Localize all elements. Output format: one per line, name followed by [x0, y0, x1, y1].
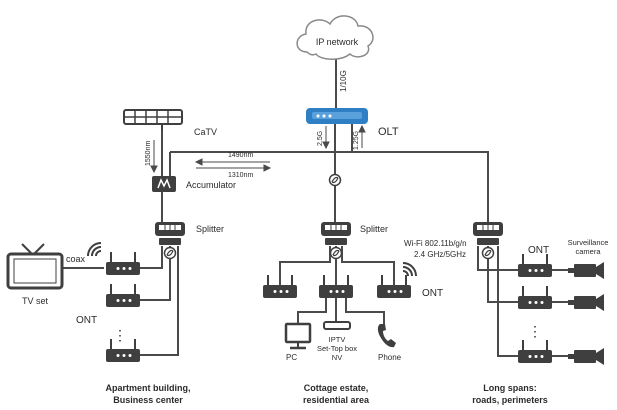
- iptv-line1: IPTV: [329, 335, 346, 344]
- camera-2-icon: [568, 294, 604, 311]
- phone-label: Phone: [378, 353, 402, 362]
- camera-label-line1: Surveillance: [568, 238, 609, 247]
- camera-label-line2: camera: [575, 247, 601, 256]
- ont-left-2-device: [105, 283, 141, 308]
- wl-1490-label: 1490nm: [228, 152, 253, 159]
- ont-right-label: ONT: [528, 245, 549, 256]
- wifi-spec-line1: Wi-Fi 802.11b/g/n: [404, 239, 467, 248]
- caption-left-line1: Apartment building,: [106, 383, 191, 393]
- coupler-right-icon: [481, 246, 495, 260]
- port-speed-a-label: 2.5G: [317, 131, 324, 146]
- port-speed-b-label: 1.25G: [353, 131, 360, 150]
- ip-network-label: IP network: [316, 37, 359, 47]
- phone-icon: [377, 324, 396, 348]
- camera-1-icon: [568, 262, 604, 279]
- coax-label: coax: [66, 254, 86, 264]
- coupler-center-icon: [328, 173, 342, 187]
- catv-antenna-icon: [123, 109, 183, 130]
- caption-left-line2: Business center: [113, 395, 183, 405]
- caption-mid-line2: residential area: [303, 395, 370, 405]
- ont-right-1-device: [517, 253, 553, 278]
- coupler-mid-icon: [329, 246, 343, 260]
- ont-right-3-device: [517, 339, 553, 364]
- olt-label: OLT: [378, 126, 399, 138]
- ip-network-cloud: IP network: [296, 15, 374, 60]
- iptv-line3: NV: [332, 353, 342, 362]
- accumulator-device: [152, 176, 176, 192]
- camera-3-icon: [568, 348, 604, 365]
- ellipsis-left: ⋮: [113, 327, 127, 343]
- coupler-left-icon: [163, 246, 177, 260]
- caption-mid-line1: Cottage estate,: [304, 383, 369, 393]
- wl-1310-label: 1310nm: [228, 172, 253, 179]
- wifi-left-icon: [87, 242, 102, 257]
- iptv-line2: Set-Top box: [317, 344, 357, 353]
- pc-icon: [284, 322, 312, 350]
- wifi-spec-line2: 2.4 GHz/5GHz: [414, 250, 466, 259]
- tv-set-icon: [6, 243, 64, 290]
- splitter-mid-label: Splitter: [360, 224, 388, 234]
- set-top-box-icon: [323, 321, 351, 330]
- ont-left-1-device: [105, 251, 141, 276]
- wifi-mid-icon: [402, 262, 417, 277]
- tv-set-label: TV set: [22, 296, 49, 306]
- pc-label: PC: [286, 353, 297, 362]
- fiber-lines: [62, 58, 568, 357]
- wl-1550-label: 1550nm: [145, 141, 152, 166]
- ont-mid-label: ONT: [422, 288, 443, 299]
- splitter-mid-device: [320, 221, 352, 246]
- olt-device: [306, 108, 368, 124]
- catv-label: CaTV: [194, 127, 217, 137]
- accumulator-label: Accumulator: [186, 180, 236, 190]
- ellipsis-right: ⋮: [528, 323, 542, 339]
- ont-left-label: ONT: [76, 315, 97, 326]
- ont-right-2-device: [517, 285, 553, 310]
- caption-right-line1: Long spans:: [483, 383, 537, 393]
- splitter-left-device: [154, 221, 186, 246]
- wavelength-arrows: [150, 124, 366, 174]
- uplink-speed-label: 1/10G: [339, 70, 348, 92]
- splitter-left-label: Splitter: [196, 224, 224, 234]
- splitter-right-device: [472, 221, 504, 246]
- caption-right-line2: roads, perimeters: [472, 395, 548, 405]
